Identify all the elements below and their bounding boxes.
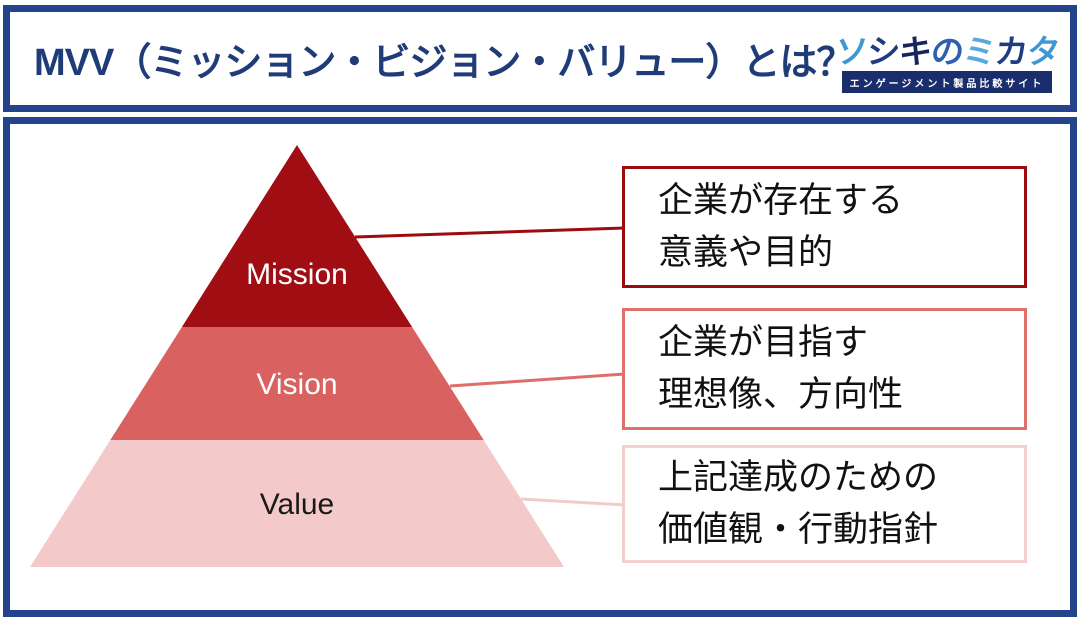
connector-line-mission: [354, 226, 626, 239]
callout-box-mission: 企業が存在する 意義や目的: [622, 166, 1027, 288]
callout-text-line: 理想像、方向性: [658, 375, 904, 414]
pyramid-label-mission: Mission: [246, 258, 348, 291]
callout-text-line: 価値観・行動指針: [658, 510, 939, 549]
pyramid-level-mission: [181, 145, 413, 327]
callout-text-line: 上記達成のための: [658, 458, 939, 497]
callout-text-line: 企業が目指す: [658, 323, 869, 362]
callout-box-value: 上記達成のための 価値観・行動指針: [622, 445, 1027, 563]
pyramid-level-value: [30, 440, 564, 567]
callout-text-line: 企業が存在する: [658, 181, 904, 220]
pyramid-label-vision: Vision: [256, 368, 337, 401]
header-box: MVV（ミッション・ビジョン・バリュー）とは？ ソシキのミカタ エンゲージメント…: [3, 5, 1077, 112]
pyramid-label-value: Value: [260, 488, 335, 521]
logo-tagline: エンゲージメント製品比較サイト: [842, 71, 1052, 94]
site-logo: ソシキのミカタ エンゲージメント製品比較サイト: [833, 33, 1061, 94]
callout-box-vision: 企業が目指す 理想像、方向性: [622, 308, 1027, 430]
page-title: MVV（ミッション・ビジョン・バリュー）とは？: [34, 42, 854, 84]
pyramid-level-vision: [110, 327, 484, 440]
callout-text-line: 意義や目的: [658, 233, 834, 272]
connector-line-value: [520, 497, 626, 507]
connector-line-vision: [449, 372, 626, 388]
